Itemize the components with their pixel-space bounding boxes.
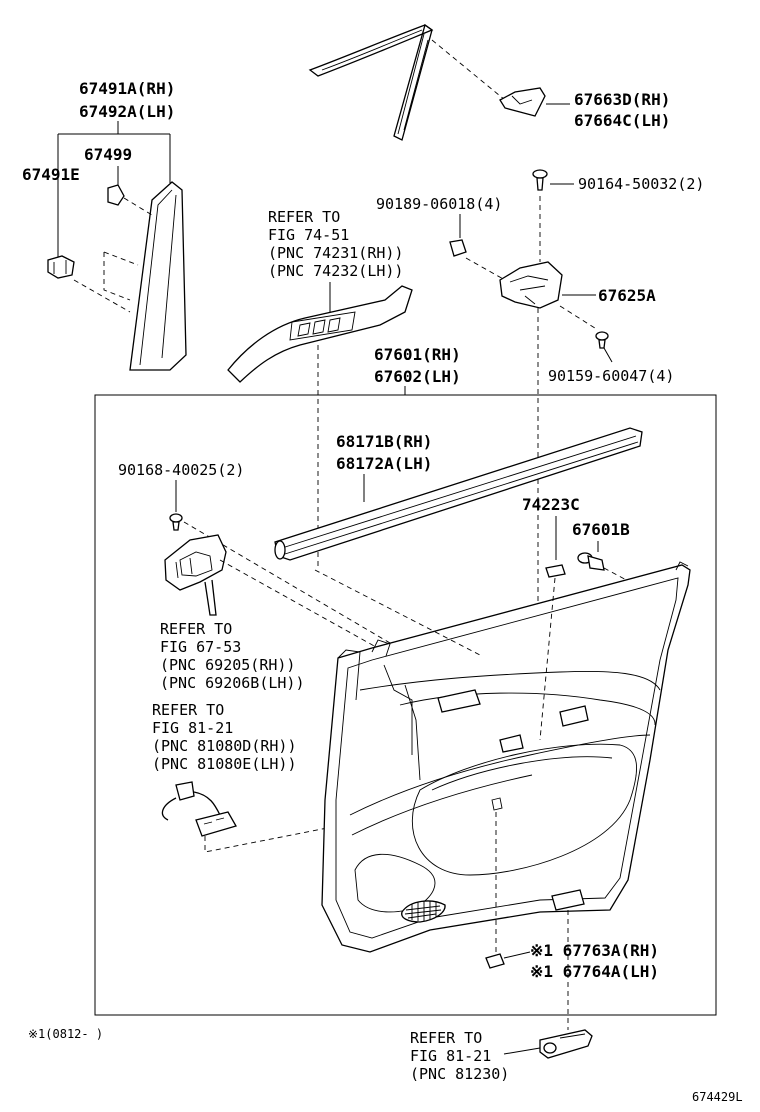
clip-67491e: [47, 255, 75, 279]
label-67663d: 67663D(RH): [574, 90, 670, 109]
refer-fig-67-53-line3: (PNC 69205(RH)): [160, 656, 295, 674]
power-window-switch-base: [227, 285, 413, 383]
label-67499: 67499: [84, 145, 132, 164]
label-74223c: 74223C: [522, 495, 580, 514]
label-67625a: 67625A: [598, 286, 656, 305]
refer-fig-81-21-b-line1: REFER TO: [410, 1029, 482, 1047]
refer-fig-67-53-line2: FIG 67-53: [160, 638, 241, 656]
label-67491a: 67491A(RH): [79, 79, 175, 98]
refer-fig-74-51-line4: (PNC 74232(LH)): [268, 262, 403, 280]
refer-fig-81-21-line1: REFER TO: [152, 701, 224, 719]
refer-fig-74-51-line3: (PNC 74231(RH)): [268, 244, 403, 262]
figure-id: 674429L: [692, 1090, 743, 1104]
courtesy-lamp-harness: [161, 781, 237, 837]
label-68172a: 68172A(LH): [336, 454, 432, 473]
footnote-range: ※1(0812- ): [28, 1027, 103, 1041]
clip-67499: [107, 184, 125, 206]
refer-fig-81-21-b-line2: FIG 81-21: [410, 1047, 491, 1065]
screw-90168: [169, 513, 183, 531]
label-67664c: 67664C(LH): [574, 111, 670, 130]
refer-fig-81-21-line2: FIG 81-21: [152, 719, 233, 737]
label-90168: 90168-40025(2): [118, 461, 244, 479]
screw-90159: [595, 331, 609, 349]
inside-door-handle: [164, 534, 227, 616]
clip-67601b: [577, 552, 605, 571]
belt-moulding-68171b: [274, 427, 643, 561]
label-67601b: 67601B: [572, 520, 630, 539]
window-frame-strip: [308, 23, 434, 141]
refer-fig-81-21-line4: (PNC 81080E(LH)): [152, 755, 297, 773]
label-90159: 90159-60047(4): [548, 367, 674, 385]
label-68171b: 68171B(RH): [336, 432, 432, 451]
courtesy-lamp: [539, 1029, 593, 1059]
nut-90189: [449, 239, 467, 257]
label-67491e: 67491E: [22, 165, 80, 184]
label-67764a: ※1 67764A(LH): [530, 962, 659, 981]
door-trim-board: [321, 561, 691, 953]
cushion-74223c: [545, 564, 566, 578]
refer-fig-67-53-line1: REFER TO: [160, 620, 232, 638]
bracket-67625a: [499, 261, 563, 309]
label-90189: 90189-06018(4): [376, 195, 502, 213]
label-67492a: 67492A(LH): [79, 102, 175, 121]
clip-67763a: [485, 953, 505, 969]
label-67601: 67601(RH): [374, 345, 461, 364]
screw-90164: [532, 169, 548, 191]
label-67763a: ※1 67763A(RH): [530, 941, 659, 960]
refer-fig-81-21-b-line3: (PNC 81230): [410, 1065, 509, 1083]
refer-fig-67-53-line4: (PNC 69206B(LH)): [160, 674, 305, 692]
label-67602: 67602(LH): [374, 367, 461, 386]
refer-fig-81-21-line3: (PNC 81080D(RH)): [152, 737, 297, 755]
clip-67663d: [499, 87, 546, 117]
pillar-garnish: [129, 181, 187, 371]
refer-fig-74-51-line2: FIG 74-51: [268, 226, 349, 244]
label-90164: 90164-50032(2): [578, 175, 704, 193]
refer-fig-74-51-line1: REFER TO: [268, 208, 340, 226]
